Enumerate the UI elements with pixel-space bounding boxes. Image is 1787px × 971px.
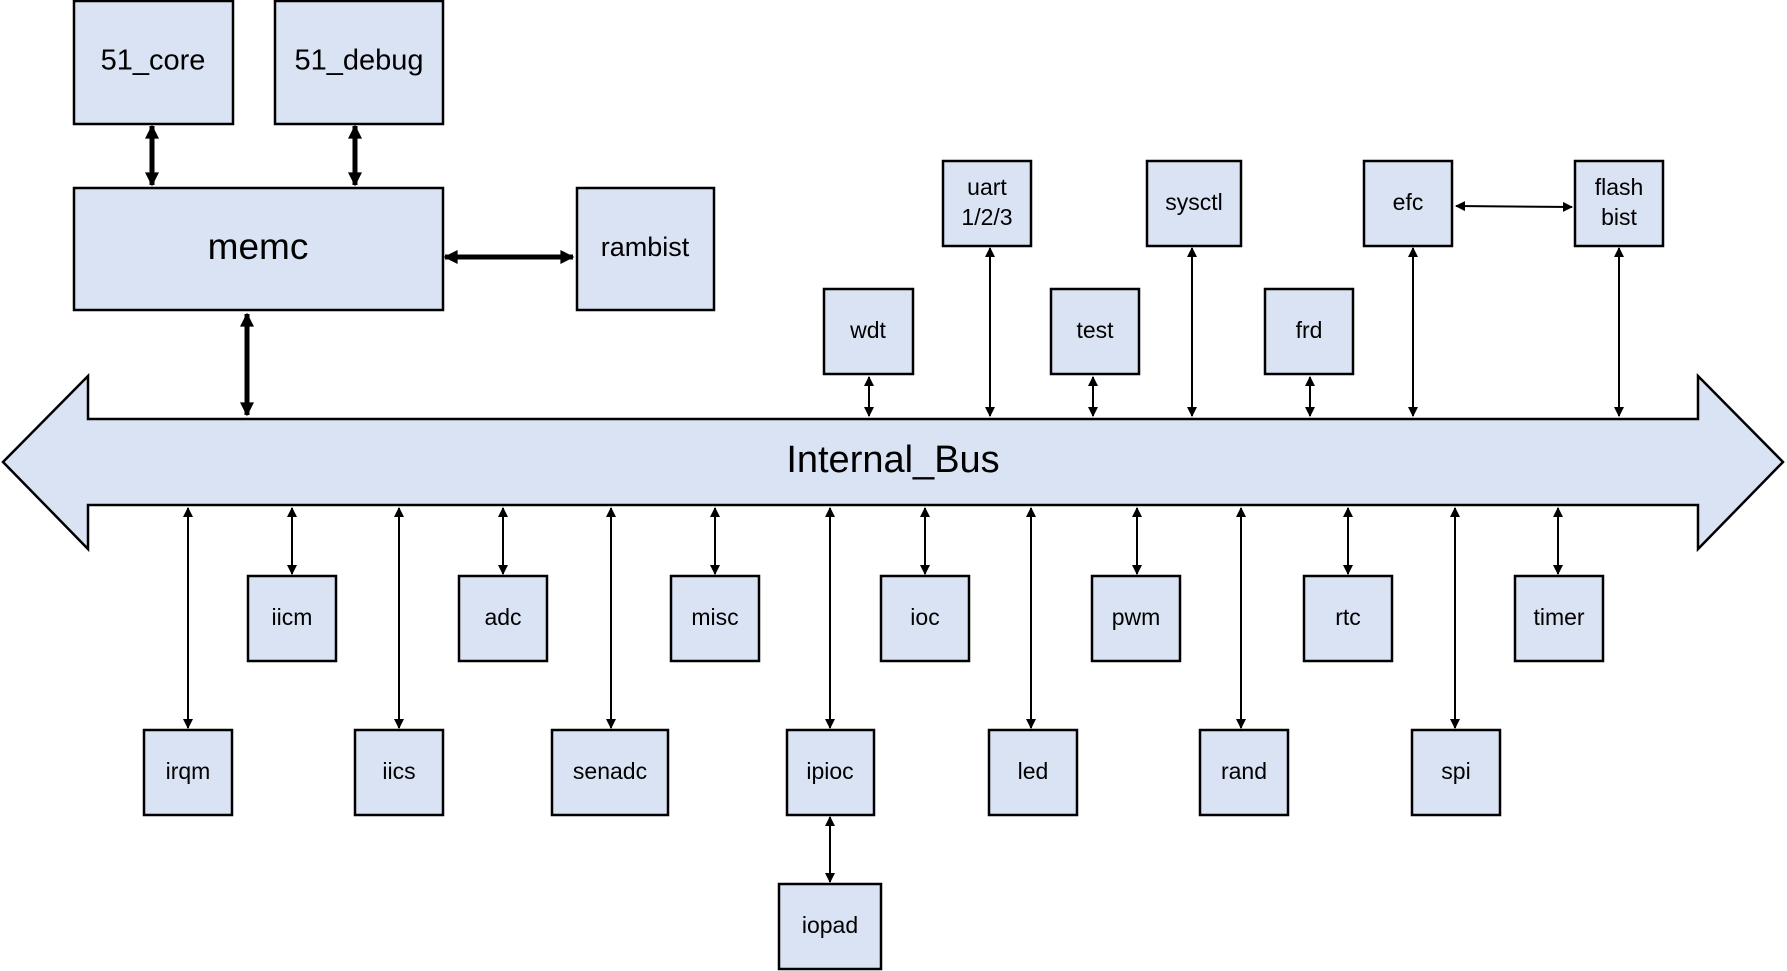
connectors: [145, 124, 1624, 883]
block-51-core: 51_core: [72, 0, 235, 126]
block-iics-label: iics: [382, 758, 415, 784]
link-efc-flashbist: [1455, 201, 1573, 212]
block-misc-label: misc: [691, 604, 738, 630]
block-rtc-label: rtc: [1335, 604, 1361, 630]
block-sysctl: sysctl: [1145, 159, 1243, 248]
block-ipioc: ipioc: [785, 728, 876, 817]
block-iicm-label: iicm: [272, 604, 313, 630]
block-iicm: iicm: [246, 574, 338, 663]
block-ioc: ioc: [879, 574, 971, 663]
block-timer: timer: [1513, 574, 1605, 663]
block-spi: spi: [1410, 728, 1502, 817]
block-iics: iics: [353, 728, 445, 817]
block-spi-label: spi: [1441, 758, 1470, 784]
block-pwm: pwm: [1090, 574, 1182, 663]
block-rand-label: rand: [1221, 758, 1267, 784]
block-pwm-label: pwm: [1112, 604, 1161, 630]
block-rambist: rambist: [575, 186, 716, 312]
block-misc: misc: [669, 574, 761, 663]
block-flash-bist-label-line2: bist: [1601, 204, 1637, 230]
block-rambist-label: rambist: [601, 232, 690, 262]
block-efc-label: efc: [1393, 189, 1424, 215]
block-51-core-label: 51_core: [101, 45, 206, 77]
block-efc: efc: [1362, 159, 1454, 248]
block-uart: uart 1/2/3: [941, 159, 1033, 248]
block-frd-label: frd: [1296, 317, 1323, 343]
block-timer-label: timer: [1533, 604, 1584, 630]
block-iopad: iopad: [777, 882, 883, 971]
block-frd: frd: [1263, 287, 1355, 376]
block-irqm: irqm: [142, 728, 234, 817]
block-test: test: [1049, 287, 1141, 376]
block-rtc: rtc: [1302, 574, 1394, 663]
internal-bus: Internal_Bus: [1, 372, 1785, 553]
block-wdt: wdt: [822, 287, 915, 376]
block-adc-label: adc: [484, 604, 521, 630]
block-flash-bist-label-line1: flash: [1595, 174, 1644, 200]
block-senadc: senadc: [550, 728, 670, 817]
block-51-debug-label: 51_debug: [294, 45, 423, 77]
block-iopad-label: iopad: [802, 912, 858, 938]
block-flash-bist: flash bist: [1573, 159, 1665, 248]
block-memc-label: memc: [208, 226, 309, 267]
block-sysctl-label: sysctl: [1165, 189, 1223, 215]
internal-bus-label: Internal_Bus: [786, 439, 999, 481]
block-ioc-label: ioc: [910, 604, 939, 630]
block-wdt-label: wdt: [849, 317, 886, 343]
block-ipioc-label: ipioc: [806, 758, 853, 784]
block-led-label: led: [1018, 758, 1049, 784]
block-uart-label-line2: 1/2/3: [961, 204, 1012, 230]
block-irqm-label: irqm: [166, 758, 211, 784]
block-memc: memc: [72, 186, 445, 312]
block-51-debug: 51_debug: [273, 0, 445, 126]
internal-bus-shape: [1, 372, 1785, 553]
block-led: led: [987, 728, 1079, 817]
block-senadc-label: senadc: [573, 758, 647, 784]
block-uart-label-line1: uart: [967, 174, 1007, 200]
block-test-label: test: [1076, 317, 1114, 343]
block-rand: rand: [1198, 728, 1290, 817]
block-adc: adc: [457, 574, 549, 663]
